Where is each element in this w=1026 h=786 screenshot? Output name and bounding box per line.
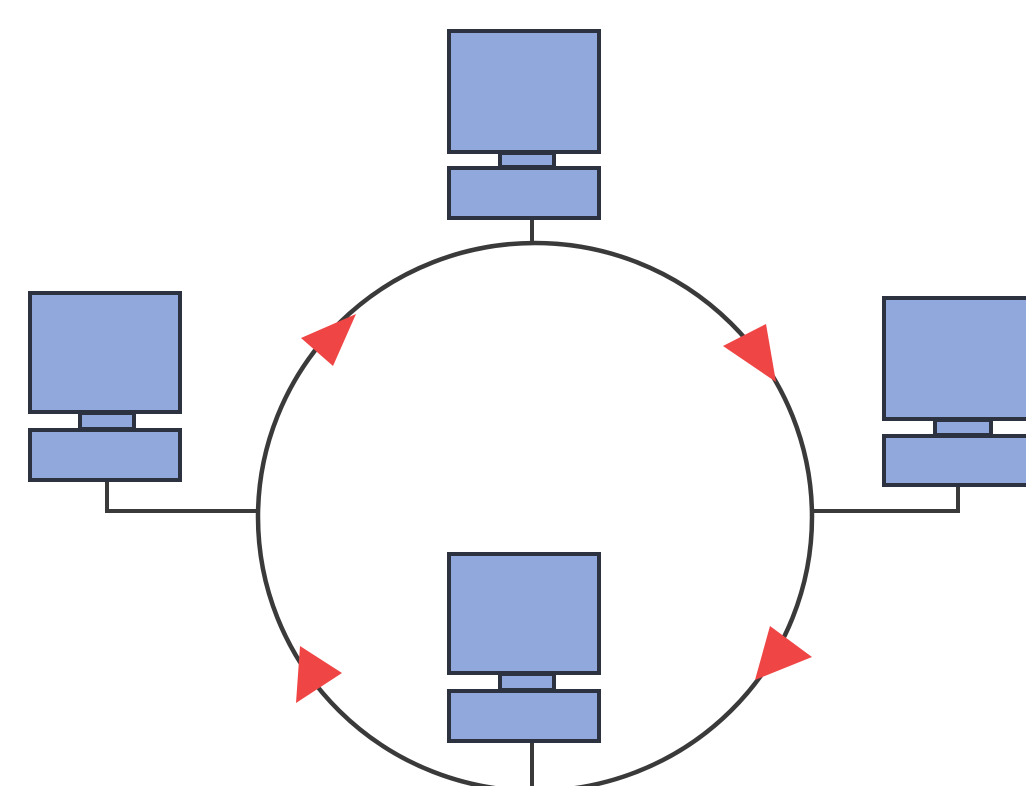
monitor (882, 296, 1026, 421)
ring (255, 240, 815, 786)
monitor-stand (933, 418, 993, 437)
monitor (447, 29, 601, 154)
connectors (105, 219, 960, 786)
computer-left (28, 291, 182, 482)
direction-arrows (296, 314, 812, 703)
arrow-upper-right (723, 324, 776, 382)
computer-right (882, 296, 1026, 487)
monitor (28, 291, 182, 414)
monitor (447, 552, 601, 675)
arrow-lower-right (755, 626, 812, 680)
arrow-upper-left (301, 314, 356, 366)
monitor-stand (498, 672, 556, 692)
monitor-stand (498, 151, 556, 169)
connector-left (105, 480, 259, 513)
base-unit (882, 434, 1026, 487)
base-unit (447, 689, 601, 743)
arrow-lower-left (296, 646, 342, 703)
connector-right (812, 485, 960, 513)
computer-bottom (447, 552, 601, 743)
computer-top (447, 29, 601, 220)
base-unit (447, 166, 601, 220)
monitor-stand (78, 411, 136, 431)
base-unit (28, 428, 182, 482)
